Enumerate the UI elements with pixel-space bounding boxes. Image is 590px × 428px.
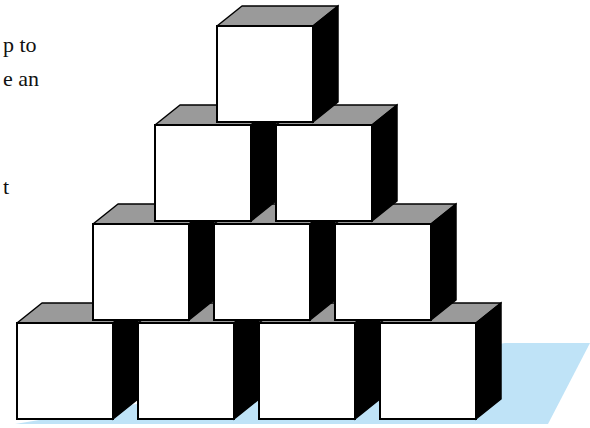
cube-front-face xyxy=(214,224,310,320)
cube-group xyxy=(17,6,501,419)
cube-front-face xyxy=(155,125,251,221)
cube xyxy=(217,6,338,122)
cube-front-face xyxy=(17,323,113,419)
body-text: t xyxy=(3,176,9,198)
cube-front-face xyxy=(138,323,234,419)
cube-side-face xyxy=(476,303,501,419)
cube-front-face xyxy=(259,323,355,419)
cube-front-face xyxy=(335,224,431,320)
body-text: p to xyxy=(3,34,37,56)
cube-front-face xyxy=(217,26,313,122)
cube-front-face xyxy=(276,125,372,221)
cube-front-face xyxy=(93,224,189,320)
body-text: e an xyxy=(3,68,39,90)
cube-side-face xyxy=(372,105,397,221)
cube-front-face xyxy=(380,323,476,419)
cube-side-face xyxy=(431,204,456,320)
cube-side-face xyxy=(313,6,338,122)
